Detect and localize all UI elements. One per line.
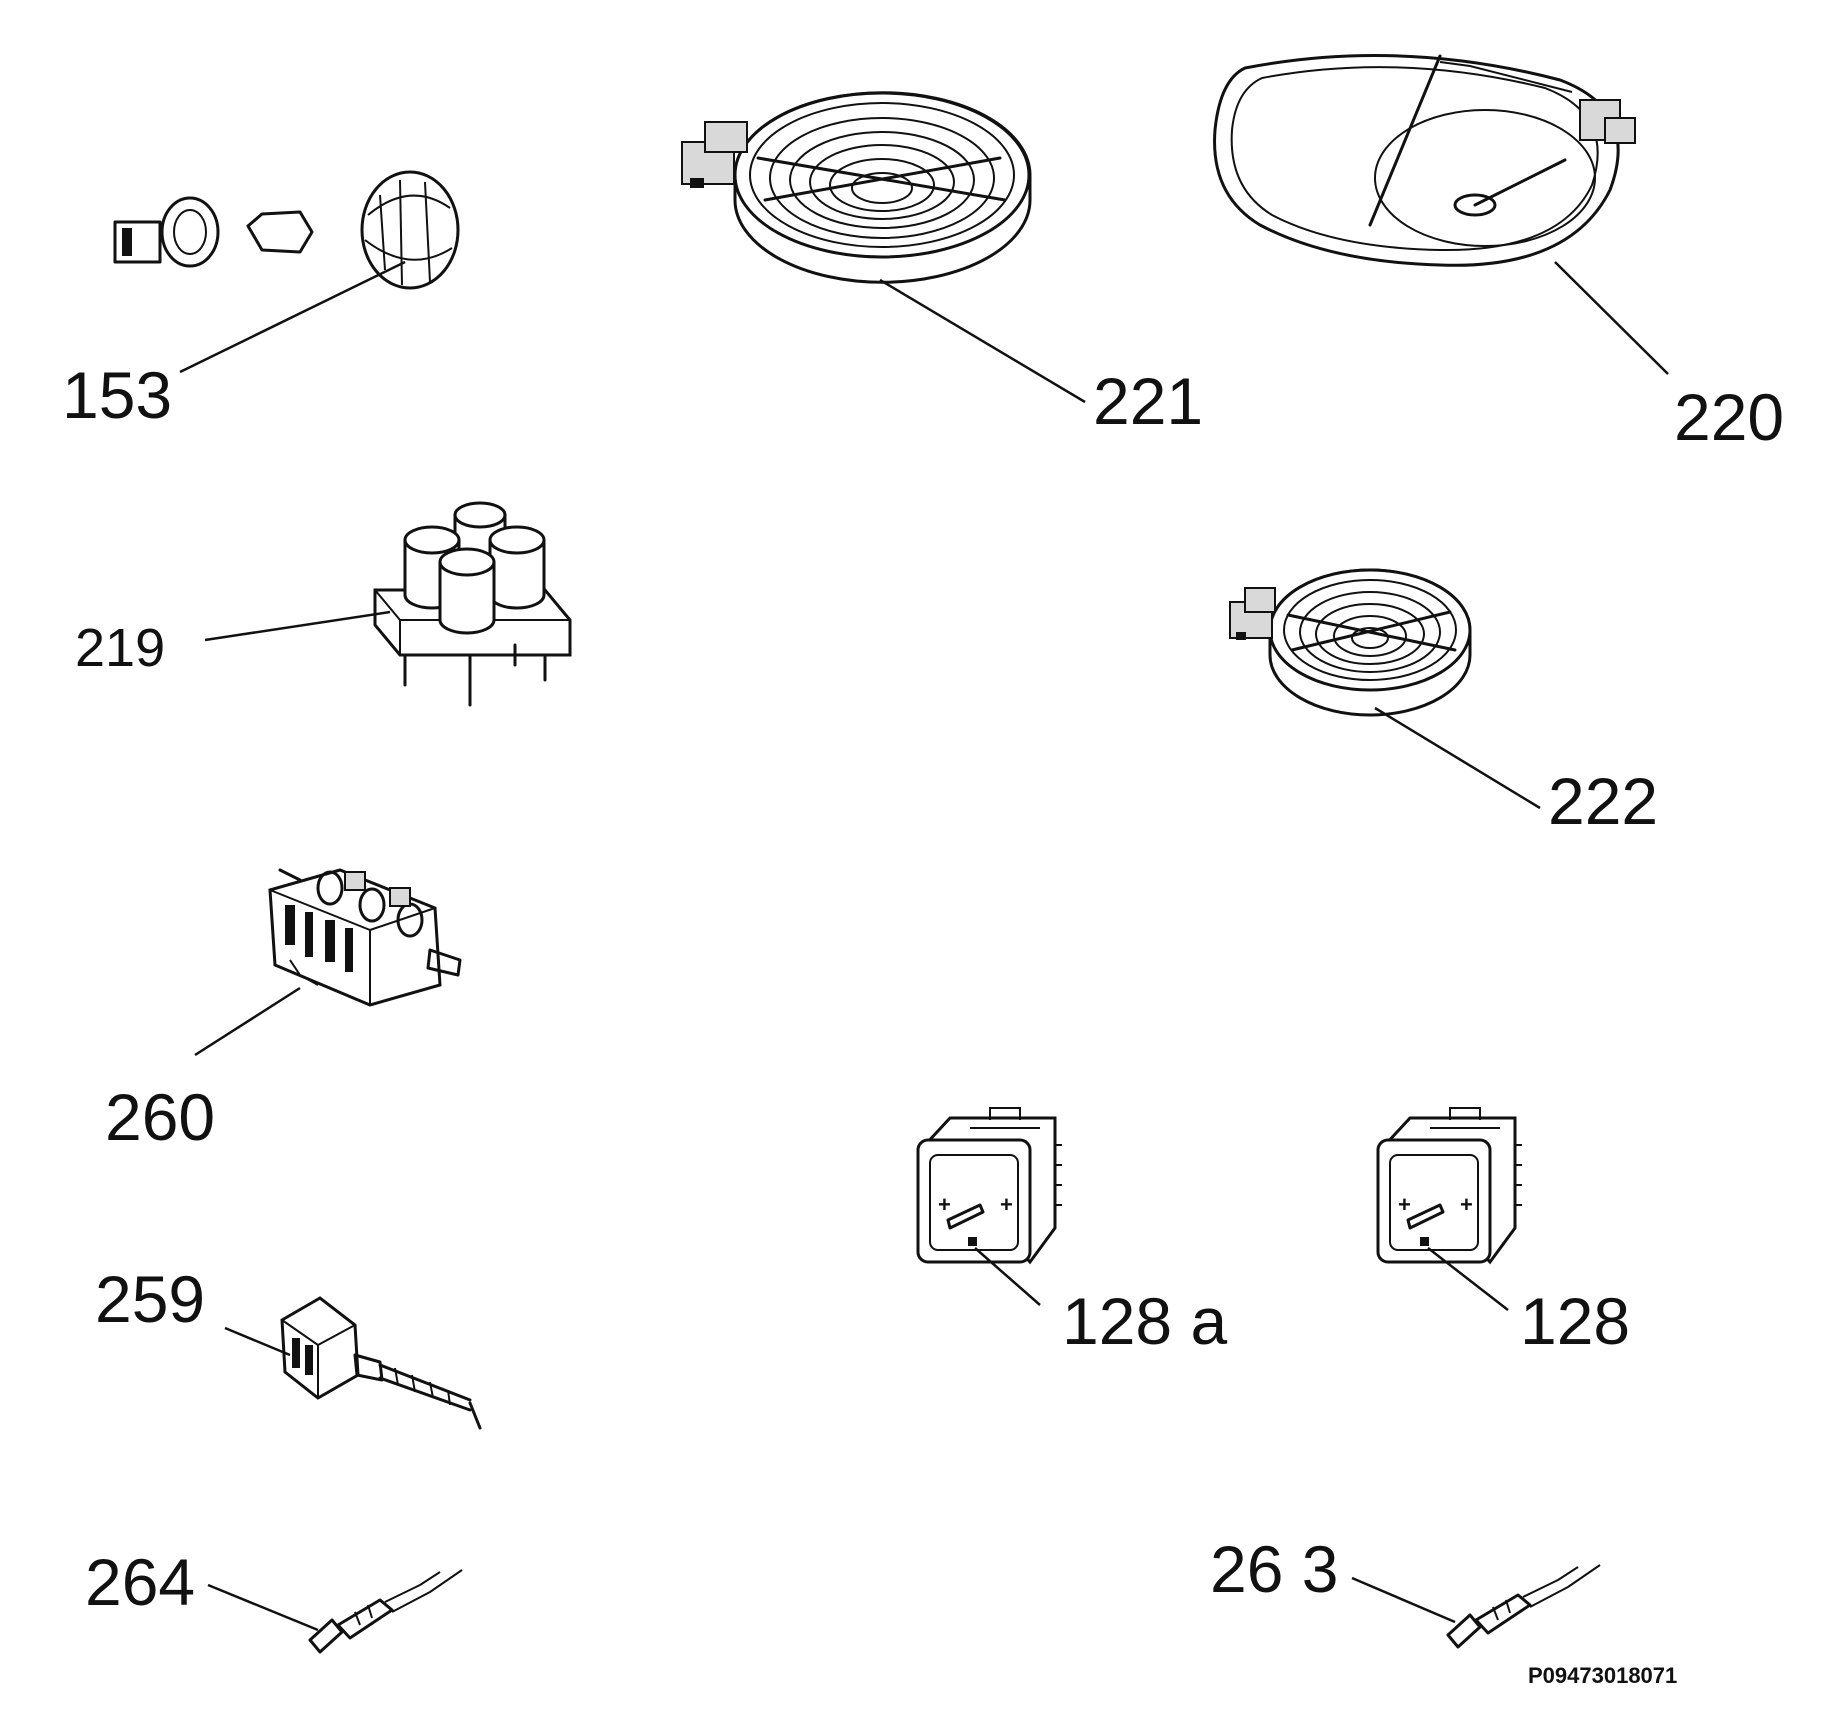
callout-221: 221 <box>1093 364 1203 438</box>
part-221[interactable]: 221 <box>681 91 1203 438</box>
connector-terminal-icon <box>1446 1564 1601 1649</box>
energy-regulator-icon: + + <box>1376 1107 1522 1265</box>
callout-263: 26 3 <box>1210 1532 1338 1606</box>
part-260[interactable]: 260 <box>105 868 462 1154</box>
oval-dual-zone-hotplate-icon <box>1213 54 1636 267</box>
part-128a[interactable]: + + 128 a <box>916 1107 1227 1358</box>
callout-222: 222 <box>1548 764 1658 838</box>
callout-259: 259 <box>95 1262 205 1336</box>
part-259[interactable]: 259 <box>95 1262 482 1430</box>
part-219[interactable]: 219 <box>75 501 572 707</box>
callout-128a: 128 a <box>1062 1284 1227 1358</box>
connector-terminal-icon <box>308 1569 463 1654</box>
callout-219: 219 <box>75 618 165 678</box>
svg-text:+: + <box>1398 1192 1411 1217</box>
part-153[interactable]: 153 <box>62 170 460 432</box>
large-radiant-hotplate-icon <box>681 91 1032 284</box>
part-263[interactable]: 26 3 <box>1210 1532 1601 1649</box>
callout-260: 260 <box>105 1080 215 1154</box>
rotary-selector-switch-icon <box>268 868 462 1007</box>
small-radiant-hotplate-icon <box>1229 568 1472 717</box>
part-222[interactable]: 222 <box>1229 568 1658 838</box>
part-264[interactable]: 264 <box>85 1545 463 1654</box>
svg-text:+: + <box>938 1192 951 1217</box>
knob-with-lamp-holder-icon <box>113 170 460 290</box>
callout-264: 264 <box>85 1545 195 1619</box>
four-cylinder-capacitor-block-icon <box>373 501 572 707</box>
callout-128: 128 <box>1520 1284 1630 1358</box>
thermostat-with-shaft-icon <box>280 1296 482 1430</box>
part-128[interactable]: + + 128 <box>1376 1107 1630 1358</box>
drawing-reference-code: P09473018071 <box>1528 1663 1677 1688</box>
callout-153: 153 <box>62 358 172 432</box>
svg-text:+: + <box>1460 1192 1473 1217</box>
svg-text:+: + <box>1000 1192 1013 1217</box>
callout-220: 220 <box>1674 380 1784 454</box>
energy-regulator-icon: + + <box>916 1107 1062 1265</box>
part-220[interactable]: 220 <box>1213 54 1785 455</box>
